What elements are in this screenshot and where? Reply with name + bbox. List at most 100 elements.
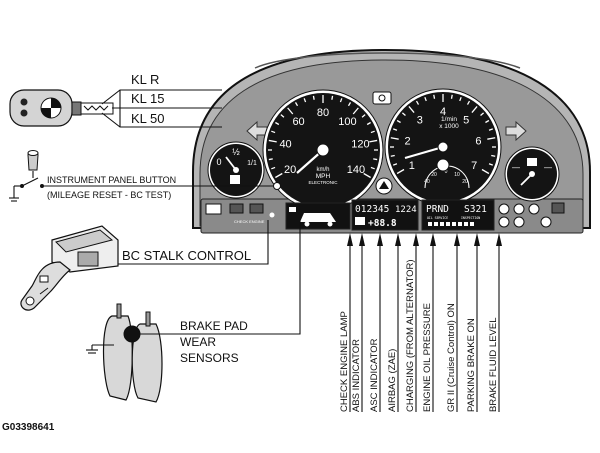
tachometer-tick [459,96,462,102]
speedometer-tick [275,121,280,126]
tachometer-tick [480,112,485,117]
speedometer-tick [352,107,359,115]
indicator-arrowhead [496,233,502,246]
tachometer-tick [392,128,398,131]
tachometer-tick [466,100,471,105]
tachometer-tick [396,119,401,124]
lamp-fluid-icon [540,216,552,228]
lamp-oil-icon [528,203,540,215]
speedometer-tick [271,166,276,170]
lamp-brake-icon [513,203,525,215]
tachometer-tick [481,168,490,175]
temperature-gauge: — — [504,146,560,202]
speedometer-scale-140: 140 [347,164,365,176]
speedometer-unit: MPH [316,173,331,180]
brake-pad-icon [86,303,163,403]
speedometer-tick [339,98,343,103]
fuel-full: 1/1 [247,160,257,167]
indicator-label-0: CHECK ENGINE LAMP [339,311,350,412]
indicator-arrowhead [454,233,460,246]
indicator-arrowhead [430,233,436,246]
headlight-indicator-icon [372,91,392,105]
center-emblem-icon [375,177,393,195]
fuel-pump-icon [230,175,240,184]
tachometer-scale-2: 2 [404,136,410,148]
speedometer-tick [363,172,371,179]
eco-scale-2: 0 [445,169,448,175]
tachometer-scale-1: 1 [409,160,415,172]
temp-mark-cold: — [512,163,520,172]
speedometer-tick [373,158,378,161]
coolant-icon [527,158,537,166]
temp-mark-hot: — [544,163,552,172]
terminal-kl-15: KL 15 [131,91,165,106]
brake-pad-label-1: BRAKE PAD [180,319,248,333]
speedometer-tick [370,130,375,134]
tach-unit-line1: 1/min [441,116,457,123]
panel-button-switch-icon [9,150,44,202]
tach-unit-line2: x 1000 [439,123,459,130]
speedometer-tick [271,130,276,134]
speedometer-tick [280,114,285,118]
gear-selector: PRND [426,204,449,215]
speedometer-tick [370,166,375,170]
tachometer-needle [404,145,444,160]
warning-lamp-strip: CHECK ENGINE 012345 1224 +88.8 PRND S321… [205,199,565,231]
fuel-low: 0 [216,157,221,167]
eco-scale-3: 10 [454,172,460,178]
lamp-2-icon [229,203,244,214]
terminal-lines [101,89,222,128]
lamp-3-icon [249,203,264,214]
indicator-label-7: PARKING BRAKE ON [466,318,477,412]
speedometer-unit-top: km/h [316,167,329,173]
tachometer-tick [392,163,398,166]
check-engine-text: CHECK ENGINE [234,219,265,224]
figure-code: G03398641 [2,422,55,433]
speedometer-tick [369,139,378,143]
speedometer-tick [268,158,273,161]
tachometer-tick [408,105,415,113]
tachometer-scale-6: 6 [475,136,481,148]
tachometer-scale-3: 3 [417,114,423,126]
fuel-half: ½ [232,147,240,157]
panel-button-label: INSTRUMENT PANEL BUTTON [47,175,176,185]
car-icon [300,213,336,222]
speedometer-scale-60: 60 [292,116,304,128]
clock-value: 1224 [395,205,417,215]
lamp-abs-icon [498,203,510,215]
indicator-label-5: ENGINE OIL PRESSURE [422,303,433,412]
brake-pad-lead [132,220,301,335]
tachometer-tick [424,96,427,102]
speedometer-scale-20: 20 [284,164,296,176]
lamp-seatbelt-icon [551,202,565,214]
indicator-arrowhead [347,233,353,246]
indicator-label-2: ASC INDICATOR [369,338,380,412]
speedometer-tick [361,114,366,118]
bc-stalk-control-icon [20,225,119,311]
service-interval-dots [428,222,474,226]
tachometer-tick [488,163,494,166]
speedometer-tick [268,139,277,143]
speedometer-scale-100: 100 [338,116,356,128]
tachometer-tick [487,137,496,140]
program-mode: S321 [464,204,487,215]
brake-pad-label-3: SENSORS [180,351,239,365]
tachometer-tick [401,112,406,117]
speedometer-tick [331,95,334,100]
service-oil-label: OIL SERVICE [427,216,448,220]
speedometer-tick [303,98,307,103]
indicator-label-6: GR II (Cruise Control) ON [446,303,457,412]
speedometer-scale-40: 40 [279,138,291,150]
indicator-arrowhead [395,233,401,246]
tachometer-tick [491,154,496,157]
check-engine-lamp [269,212,275,218]
brake-pad-label-2: WEAR [180,335,216,349]
ignition-key [9,89,114,127]
indicator-label-1: ABS INDICATOR [351,339,362,412]
indicator-arrowhead [474,233,480,246]
tachometer-scale-7: 7 [471,160,477,172]
